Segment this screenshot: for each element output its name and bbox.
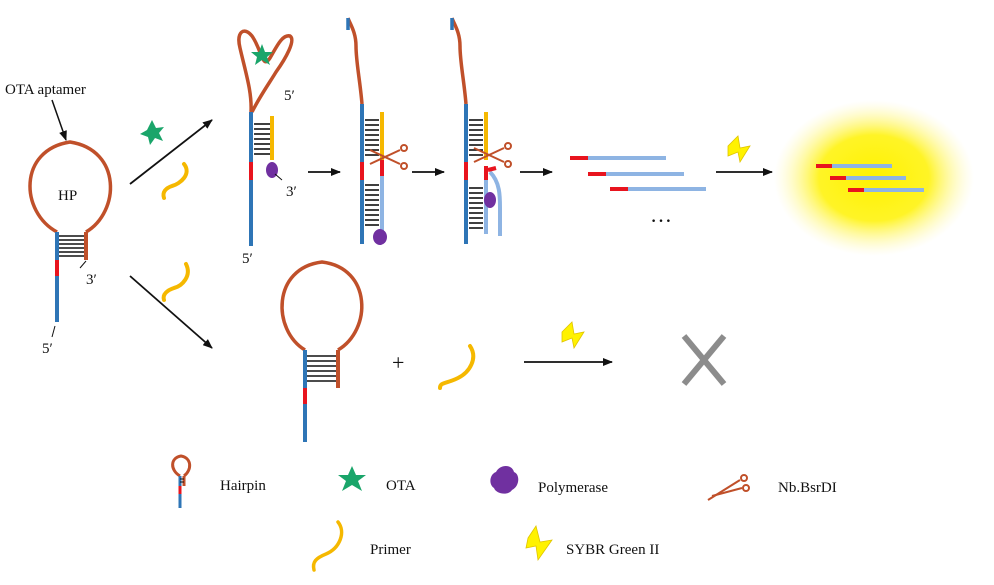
legend-primer-label: Primer [370,542,411,558]
lower-hairpin [280,260,364,442]
aptamer-pointer-arrow [51,99,67,141]
s3-scissors-icon [473,142,512,168]
s3-displaced-strand [488,170,502,236]
legend-polymerase-label: Polymerase [538,480,608,496]
s3-base-pairs [469,119,483,229]
step-displacement [450,17,512,244]
stem-base-pairs [59,235,84,257]
hp-label: HP [58,188,77,204]
hairpin-loop [28,140,113,234]
fluorescence-signal [774,100,974,256]
legend-primer-icon [311,520,344,572]
no-signal-cross-icon [681,334,727,386]
hairpin-probe: OTA aptamer HP 3′ 5′ [5,82,113,357]
arrow-ota-branch [129,119,213,185]
s1-three-prime-label: 3′ [286,184,297,200]
s3-displaced-red-site [487,166,497,172]
s3-polymerase-blob [484,192,496,208]
sybr-lightning-icon [727,135,751,164]
step-extension [346,17,408,245]
legend: Hairpin OTA Polymerase Nb.BsrDI Primer S… [171,454,837,572]
aptamer-label: OTA aptamer [5,82,86,98]
lower-hairpin-loop [280,260,364,352]
legend-hairpin-icon [171,454,192,508]
hp-three-prime-label: 3′ [86,272,97,288]
primer-lower [161,262,190,302]
legend-ota-label: OTA [386,478,416,494]
s1-tail-five-prime-label: 5′ [242,251,253,267]
step-ota-binding: 5′ 3′ 5′ [237,29,297,267]
three-prime-pointer [79,260,87,269]
s3-aptamer [450,17,468,105]
s1-five-prime-label: 5′ [284,88,295,104]
primer-upper [161,162,189,200]
amplified-products: … [570,156,706,227]
five-prime-pointer [51,325,56,338]
plus-sign: + [392,350,404,375]
legend-polymerase-blob-icon [490,466,519,494]
legend-ota-star-icon [338,466,366,491]
lower-sybr-lightning-icon [561,321,585,350]
legend-hairpin-label: Hairpin [220,478,266,494]
s2-base-pairs [365,119,379,226]
ellipsis-label: … [650,202,672,227]
free-primer [438,344,476,390]
primer-base-pairs [254,123,270,155]
bound-ota-star [251,44,273,65]
hp-five-prime-label: 5′ [42,341,53,357]
folded-aptamer [237,29,294,113]
arrow-no-ota-branch [129,275,213,349]
s2-polymerase-blob [373,229,387,245]
legend-sybr-lightning-icon [525,525,553,562]
legend-scissors-icon [707,474,750,501]
s2-aptamer [346,17,364,105]
lower-stem-base-pairs [307,355,336,382]
ota-star-icon [140,120,164,145]
legend-sybr-label: SYBR Green II [566,542,659,558]
s2-scissors-icon [369,144,408,170]
legend-nicking-enzyme-label: Nb.BsrDI [778,480,837,496]
s1-three-prime-pointer [274,173,283,181]
